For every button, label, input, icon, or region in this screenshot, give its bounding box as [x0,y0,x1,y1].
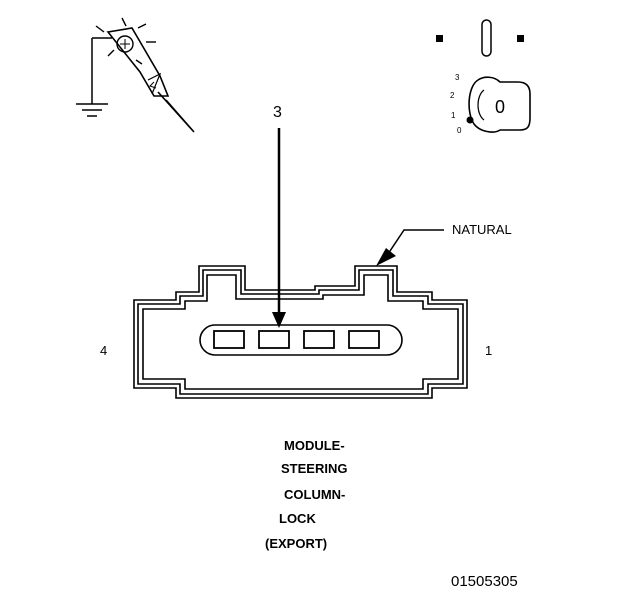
terminal-cavity-strip [199,324,403,356]
terminal-cavity [258,330,290,349]
caption-line-5: (EXPORT) [265,536,328,551]
connector-color-arrowhead [376,248,396,266]
ignition-indicator-left [436,35,443,42]
ignition-key-display: 0 [495,97,505,117]
connector-outline-inner [142,274,459,390]
connector-color-leader [383,229,444,261]
ignition-pos-1: 1 [451,111,456,120]
ignition-indicator-right [517,35,524,42]
ignition-pos-3: 3 [455,73,460,82]
terminal-cavity [213,330,245,349]
caption-line-2: STEERING [281,461,348,476]
connector-housing [133,265,468,399]
terminal-cavity [303,330,335,349]
figure-number: 01505305 [451,573,518,590]
caption-line-4: LOCK [279,511,316,526]
connector-color-label: NATURAL [452,222,512,237]
ignition-position-marker [466,116,474,124]
ignition-pos-2: 2 [450,91,455,100]
ignition-key-outline [468,76,531,133]
ground-symbol-icon [76,103,108,117]
pin-callout-arrowhead [272,312,286,328]
pin-label-left: 4 [100,343,107,358]
caption-line-1: MODULE- [284,438,345,453]
pin-label-right: 1 [485,343,492,358]
connector-outline-middle [137,269,464,395]
pin-callout-label: 3 [273,104,282,121]
ignition-pos-0: 0 [457,126,462,135]
terminal-cavity [348,330,380,349]
test-light-probe-icon [91,17,195,133]
caption-line-3: COLUMN- [284,487,346,502]
connector-outline-outer [133,265,468,399]
ignition-switch-icon: 3 2 1 0 0 [436,19,531,135]
ignition-key-slot [481,19,492,57]
